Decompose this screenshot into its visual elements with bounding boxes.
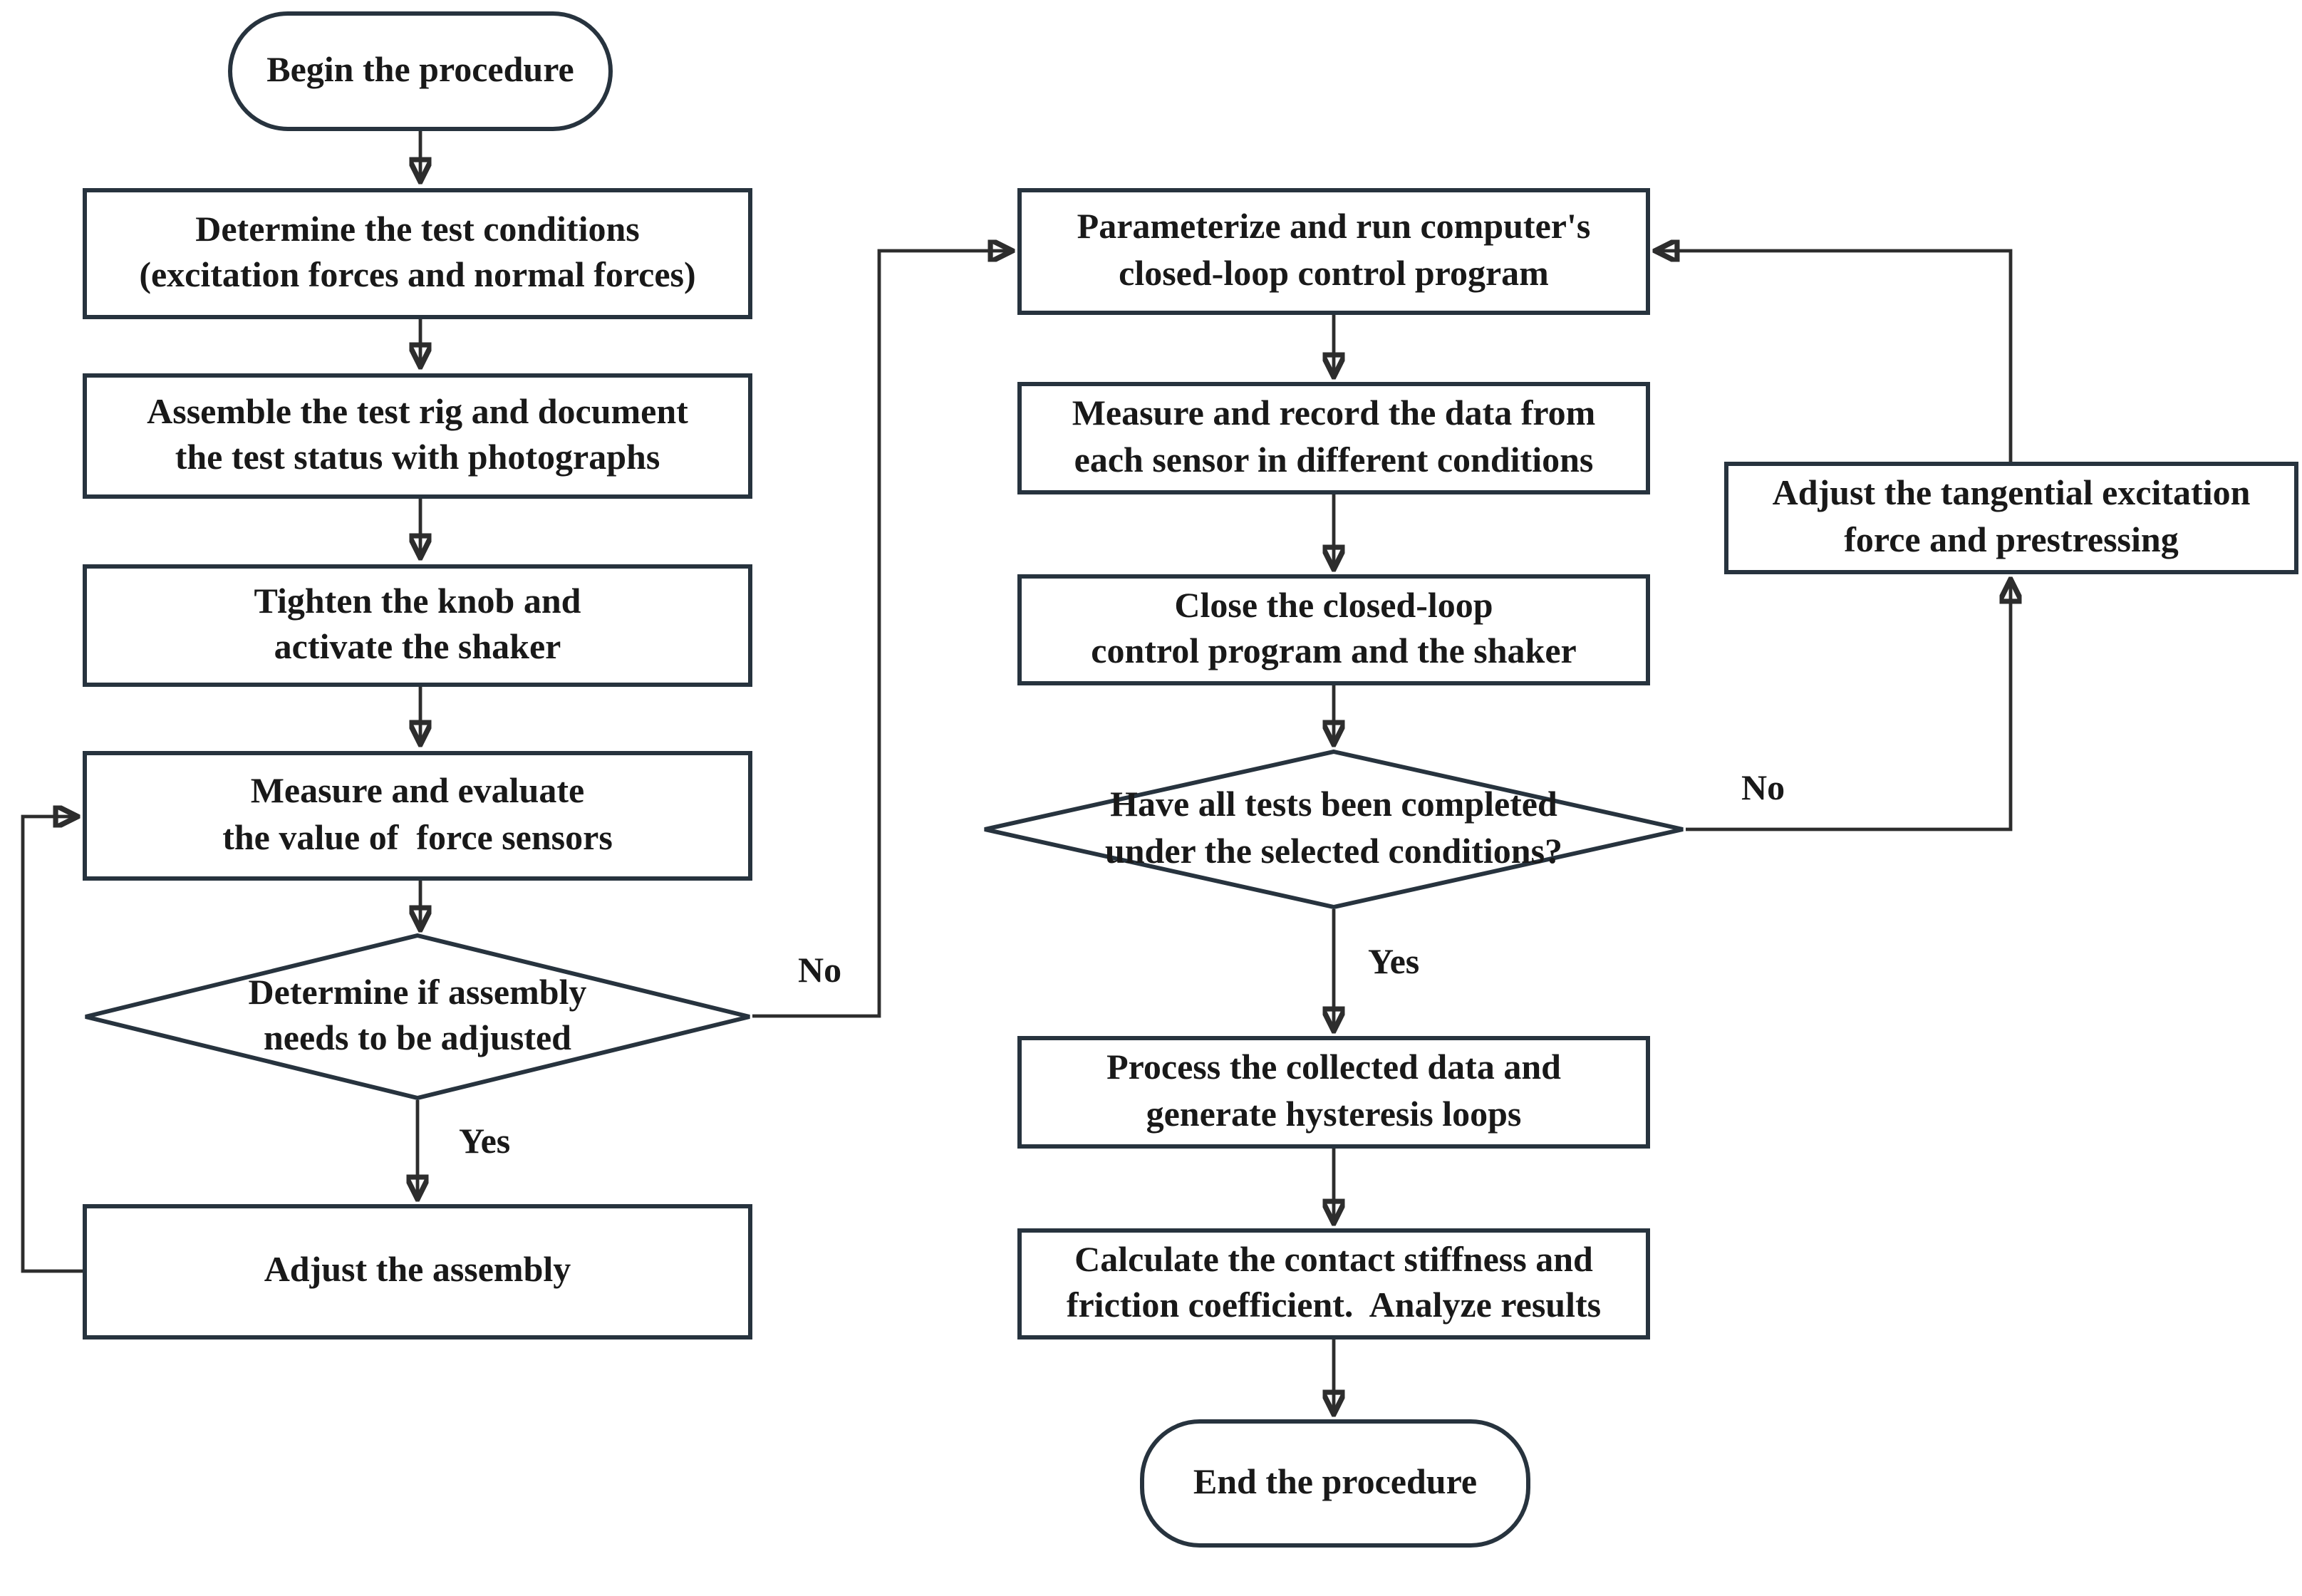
edge-decision-no-parameterize bbox=[752, 251, 1010, 1018]
edge-label-tests-yes: Yes bbox=[1368, 943, 1420, 982]
edge-label-tests-no: No bbox=[1741, 770, 1785, 808]
decision-tests-completed: Have all tests been completed under the … bbox=[982, 749, 1686, 910]
process-determine-test-conditions: Determine the test conditions (excitatio… bbox=[83, 188, 752, 319]
decision-tests-label: Have all tests been completed under the … bbox=[1104, 786, 1563, 871]
process-tighten-knob: Tighten the knob and activate the shaker bbox=[83, 564, 752, 687]
edge-tangential-loop-parameterize bbox=[1657, 251, 2013, 462]
edge-label-assembly-no: No bbox=[798, 952, 842, 990]
process-adjust-tangential-force: Adjust the tangential excitation force a… bbox=[1724, 462, 2298, 574]
process-parameterize-run-program: Parameterize and run computer's closed-l… bbox=[1017, 188, 1650, 315]
decision-tests-shape bbox=[984, 749, 1684, 910]
edge-label-assembly-yes: Yes bbox=[459, 1123, 511, 1161]
terminal-end: End the procedure bbox=[1140, 1419, 1530, 1548]
process-calculate-stiffness: Calculate the contact stiffness and fric… bbox=[1017, 1228, 1650, 1340]
process-measure-evaluate-sensors: Measure and evaluate the value of force … bbox=[83, 751, 752, 881]
edge-adjust-feedback-measure bbox=[21, 817, 83, 1273]
process-assemble-test-rig: Assemble the test rig and document the t… bbox=[83, 373, 752, 499]
process-measure-record-data: Measure and record the data from each se… bbox=[1017, 382, 1650, 494]
process-close-program-shaker: Close the closed-loop control program an… bbox=[1017, 574, 1650, 685]
decision-assembly-adjust: Determine if assembly needs to be adjust… bbox=[83, 933, 752, 1101]
decision-assembly-label: Determine if assembly needs to be adjust… bbox=[248, 973, 587, 1058]
process-adjust-assembly: Adjust the assembly bbox=[83, 1204, 752, 1340]
process-collected-data: Process the collected data and generate … bbox=[1017, 1036, 1650, 1149]
edge-decision2-no-tangential bbox=[1686, 581, 2011, 831]
terminal-begin: Begin the procedure bbox=[228, 11, 613, 131]
decision-assembly-shape bbox=[85, 933, 750, 1101]
